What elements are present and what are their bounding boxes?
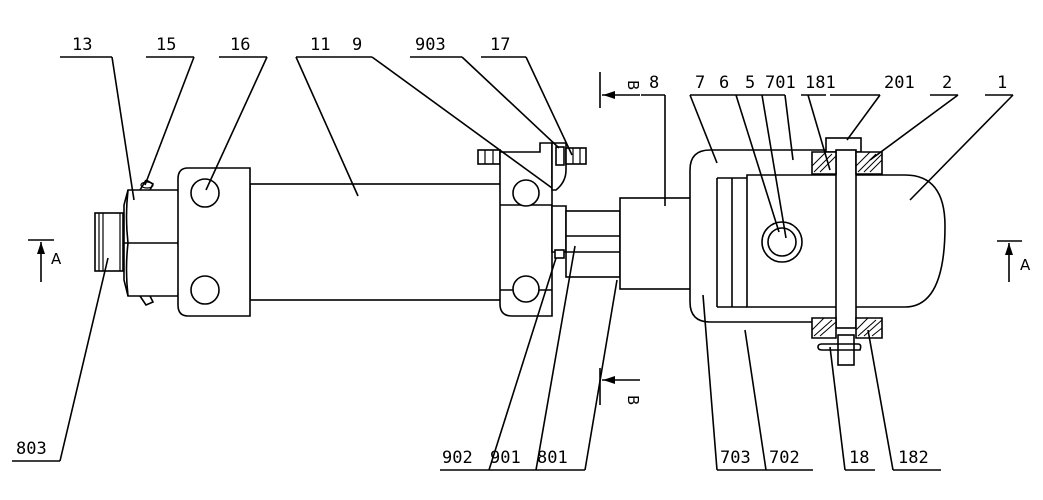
bolt-head-17-left: [477, 149, 501, 165]
label-8: 8: [649, 73, 659, 93]
piston-rod-801: [565, 197, 694, 290]
label-9: 9: [352, 35, 362, 55]
label-18: 18: [849, 448, 869, 468]
label-2: 2: [942, 73, 952, 93]
threaded-rod-end-803: [94, 212, 124, 272]
label-1: 1: [997, 73, 1007, 93]
label-5: 5: [745, 73, 755, 93]
label-6: 6: [719, 73, 729, 93]
label-11: 11: [310, 35, 330, 55]
section-b-bottom: B: [624, 395, 642, 405]
label-201: 201: [884, 73, 915, 93]
cotter-pin-18: [817, 343, 862, 351]
label-15: 15: [156, 35, 176, 55]
clamp-pin-902: [551, 205, 567, 253]
label-902: 902: [442, 448, 473, 468]
label-16: 16: [230, 35, 250, 55]
clevis-7: [689, 149, 946, 323]
label-181: 181: [805, 73, 836, 93]
label-903: 903: [415, 35, 446, 55]
section-a-left: A: [51, 250, 62, 268]
pin-assembly-18: [811, 137, 883, 366]
cylinder-body-11: [177, 167, 503, 317]
label-702: 702: [769, 448, 800, 468]
label-13: 13: [72, 35, 92, 55]
label-801: 801: [537, 448, 568, 468]
label-703: 703: [720, 448, 751, 468]
cotter-pin-15-bottom: [139, 295, 155, 306]
label-901: 901: [490, 448, 521, 468]
section-b-top: B: [624, 80, 642, 90]
clamp-block-9: [477, 142, 587, 317]
rod-end-8: [619, 197, 694, 290]
label-17: 17: [490, 35, 510, 55]
label-7: 7: [695, 73, 705, 93]
label-803: 803: [16, 439, 47, 459]
leader-lines: [12, 56, 1014, 471]
pin-6: [767, 227, 797, 257]
bolt-hole-16-bottom: [190, 275, 220, 305]
section-markers: A A B B: [28, 72, 1031, 405]
section-a-right: A: [1020, 256, 1031, 274]
label-182: 182: [898, 448, 929, 468]
clamp-hole-bottom: [512, 275, 540, 303]
part-number-labels: 13 15 16 11 9 903 17 8 7 6 5 701 181 201…: [16, 35, 1007, 468]
clamp-hole-top: [512, 179, 540, 207]
washer-2: [855, 151, 883, 175]
label-701: 701: [765, 73, 796, 93]
bolt-hole-16-top: [190, 178, 220, 208]
left-nut-assembly: [94, 179, 183, 306]
